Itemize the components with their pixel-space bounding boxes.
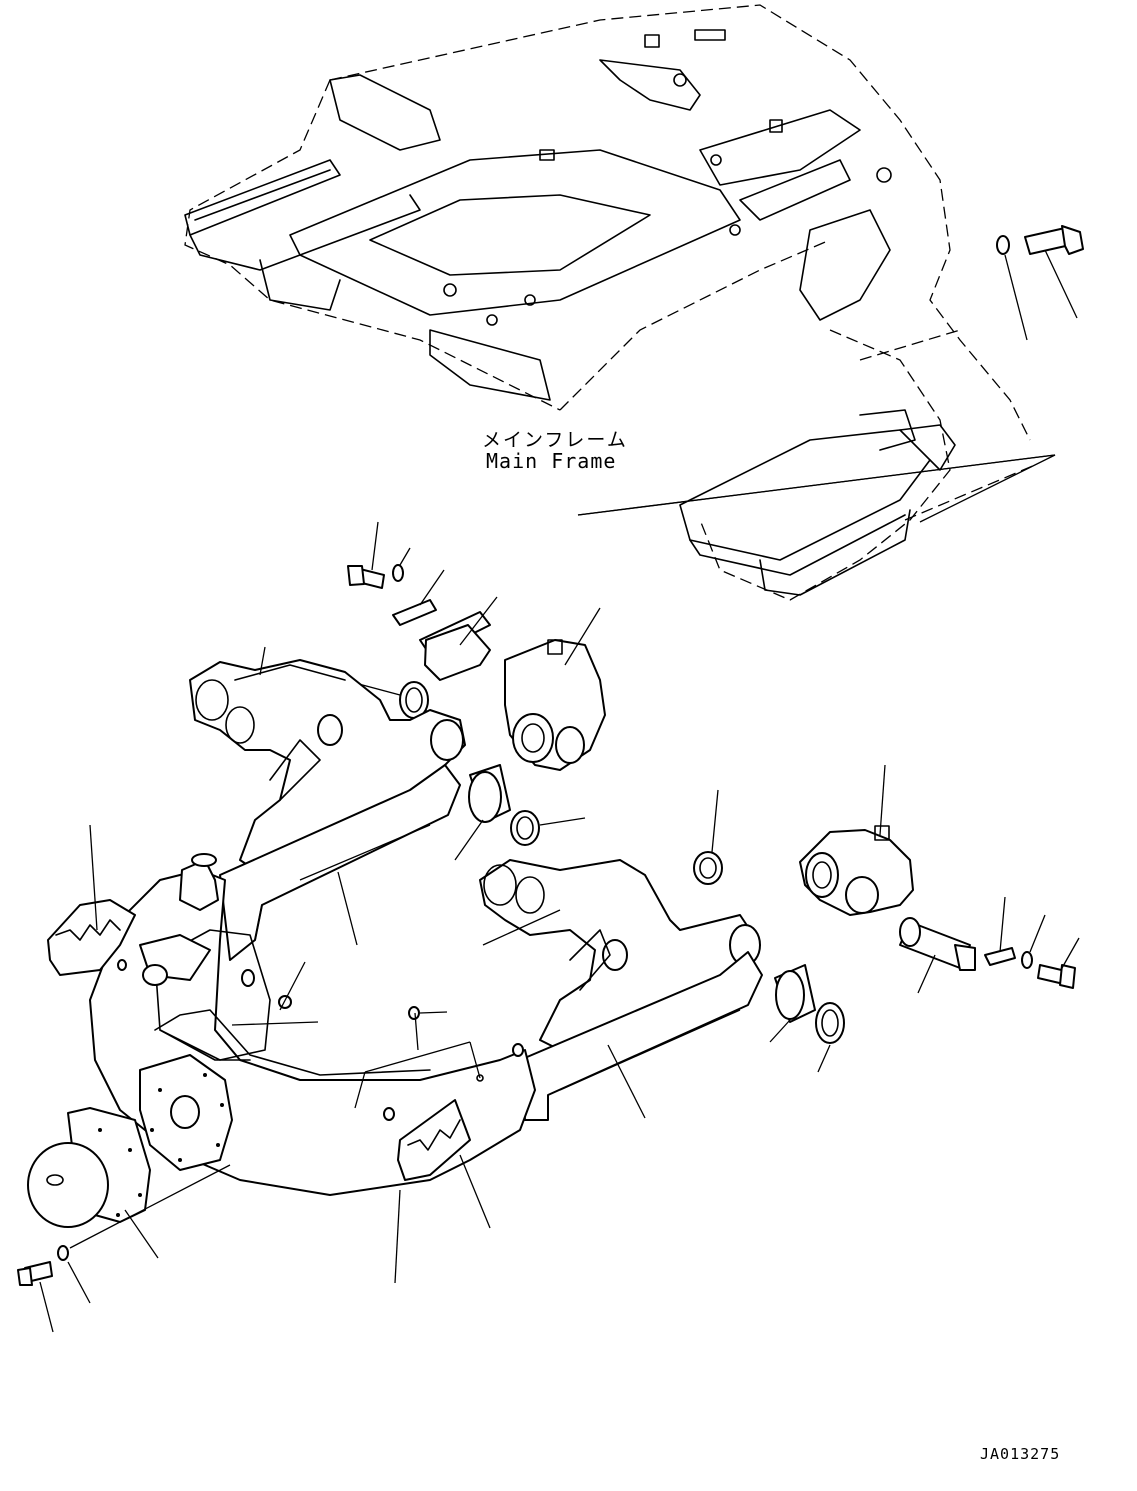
- assembly-reference-line: [577, 454, 1056, 516]
- bushing-right: [769, 964, 816, 1043]
- truck-frame-body: [47, 646, 763, 1284]
- right-support-bracket: [799, 764, 914, 916]
- seal-ring-right: [693, 789, 723, 885]
- main-frame-label-japanese: メインフレーム: [482, 429, 628, 451]
- drive-bolt: [17, 1261, 54, 1333]
- final-drive-hub: [27, 1107, 231, 1259]
- assembly-reference-line: [577, 454, 1056, 523]
- bolt-left: [347, 521, 385, 589]
- main-frame-illustration: [184, 4, 1036, 601]
- seal-right-lower: [815, 1002, 845, 1073]
- drawing-reference-id: JA013275: [980, 1445, 1061, 1463]
- main-frame-label-english: Main Frame: [486, 449, 617, 473]
- left-support-bracket: [504, 607, 606, 771]
- lock-plate-right: [984, 896, 1016, 966]
- bolt-right: [1037, 937, 1080, 989]
- pivot-pin-right: [899, 917, 976, 994]
- frame-washer: [996, 235, 1028, 341]
- washer-left: [392, 547, 411, 582]
- drive-washer: [57, 1245, 91, 1304]
- washer-right: [1021, 914, 1046, 969]
- seal-left-lower: [510, 810, 586, 846]
- lock-plate-left: [392, 569, 445, 626]
- pivot-pin-left: [419, 596, 498, 681]
- bushing-left: [454, 764, 511, 861]
- frame-mounting-bolt: [1024, 225, 1084, 319]
